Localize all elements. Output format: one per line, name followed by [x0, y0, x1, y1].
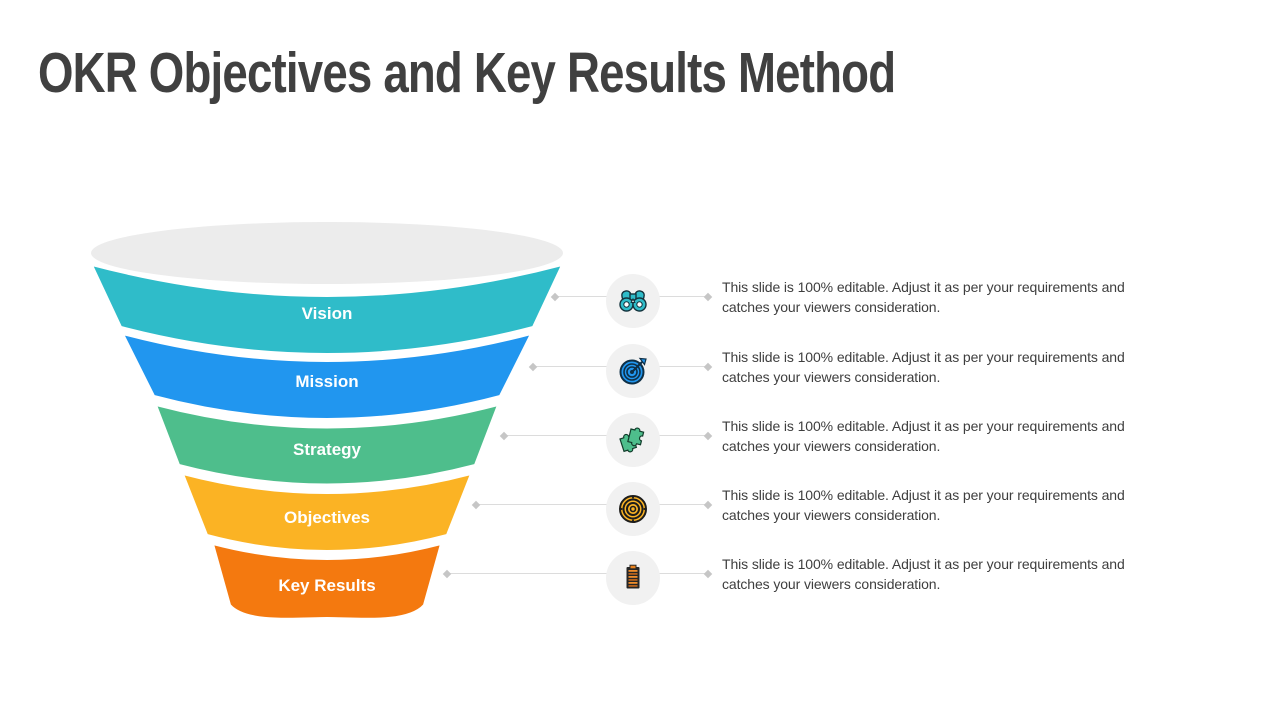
okr-funnel: Vision Mission Strategy Objectives Key R…	[85, 215, 580, 630]
stage-label-vision: Vision	[301, 304, 353, 323]
description-line1: This slide is 100% editable. Adjust it a…	[722, 418, 1125, 434]
diamond-marker	[703, 569, 713, 578]
funnel-stage-mission[interactable]	[121, 332, 533, 420]
callout-row-strategy: This slide is 100% editable. Adjust it a…	[0, 405, 1280, 467]
diamond-marker	[703, 431, 713, 440]
callout-row-objectives: This slide is 100% editable. Adjust it a…	[0, 474, 1280, 536]
description-line1: This slide is 100% editable. Adjust it a…	[722, 487, 1125, 503]
puzzle-pieces-icon	[606, 413, 660, 467]
diamond-marker	[703, 362, 713, 371]
callout-row-key-results: This slide is 100% editable. Adjust it a…	[0, 543, 1280, 605]
funnel-stage-vision[interactable]	[90, 263, 564, 355]
description-line2: catches your viewers consideration.	[722, 437, 941, 454]
stage-description: This slide is 100% editable. Adjust it a…	[722, 278, 1125, 317]
diamond-marker	[471, 500, 481, 509]
stage-description: This slide is 100% editable. Adjust it a…	[722, 348, 1125, 387]
diamond-marker	[703, 500, 713, 509]
diamond-marker	[703, 292, 713, 301]
funnel-graphic	[90, 222, 564, 620]
description-line2: catches your viewers consideration.	[722, 506, 941, 523]
stage-label-key-results: Key Results	[278, 576, 376, 595]
description-line1: This slide is 100% editable. Adjust it a…	[722, 349, 1125, 365]
stage-label-mission: Mission	[295, 372, 359, 391]
slide-title: OKR Objectives and Key Results Method	[38, 41, 896, 105]
funnel-stage-objectives[interactable]	[181, 472, 473, 552]
funnel-top-ellipse	[91, 222, 563, 284]
stage-description: This slide is 100% editable. Adjust it a…	[722, 555, 1125, 594]
funnel-stage-key-results[interactable]	[211, 542, 443, 620]
callout-row-mission: This slide is 100% editable. Adjust it a…	[0, 336, 1280, 398]
stage-label-strategy: Strategy	[292, 440, 362, 459]
description-line2: catches your viewers consideration.	[722, 298, 941, 315]
diamond-marker	[528, 362, 538, 371]
diamond-marker	[442, 569, 452, 578]
diamond-marker	[550, 292, 560, 301]
connector-line	[447, 573, 708, 574]
target-arrow-icon	[606, 344, 660, 398]
stage-description: This slide is 100% editable. Adjust it a…	[722, 486, 1125, 525]
diamond-marker	[499, 431, 509, 440]
description-line1: This slide is 100% editable. Adjust it a…	[722, 556, 1125, 572]
callout-row-vision: This slide is 100% editable. Adjust it a…	[0, 266, 1280, 328]
stage-label-objectives: Objectives	[284, 508, 370, 527]
rings-target-icon	[606, 482, 660, 536]
connector-line	[476, 504, 708, 505]
description-line2: catches your viewers consideration.	[722, 575, 941, 592]
description-line1: This slide is 100% editable. Adjust it a…	[722, 279, 1125, 295]
funnel-stage-strategy[interactable]	[154, 403, 500, 486]
clipboard-list-icon	[606, 551, 660, 605]
stage-description: This slide is 100% editable. Adjust it a…	[722, 417, 1125, 456]
description-line2: catches your viewers consideration.	[722, 368, 941, 385]
binoculars-icon	[606, 274, 660, 328]
